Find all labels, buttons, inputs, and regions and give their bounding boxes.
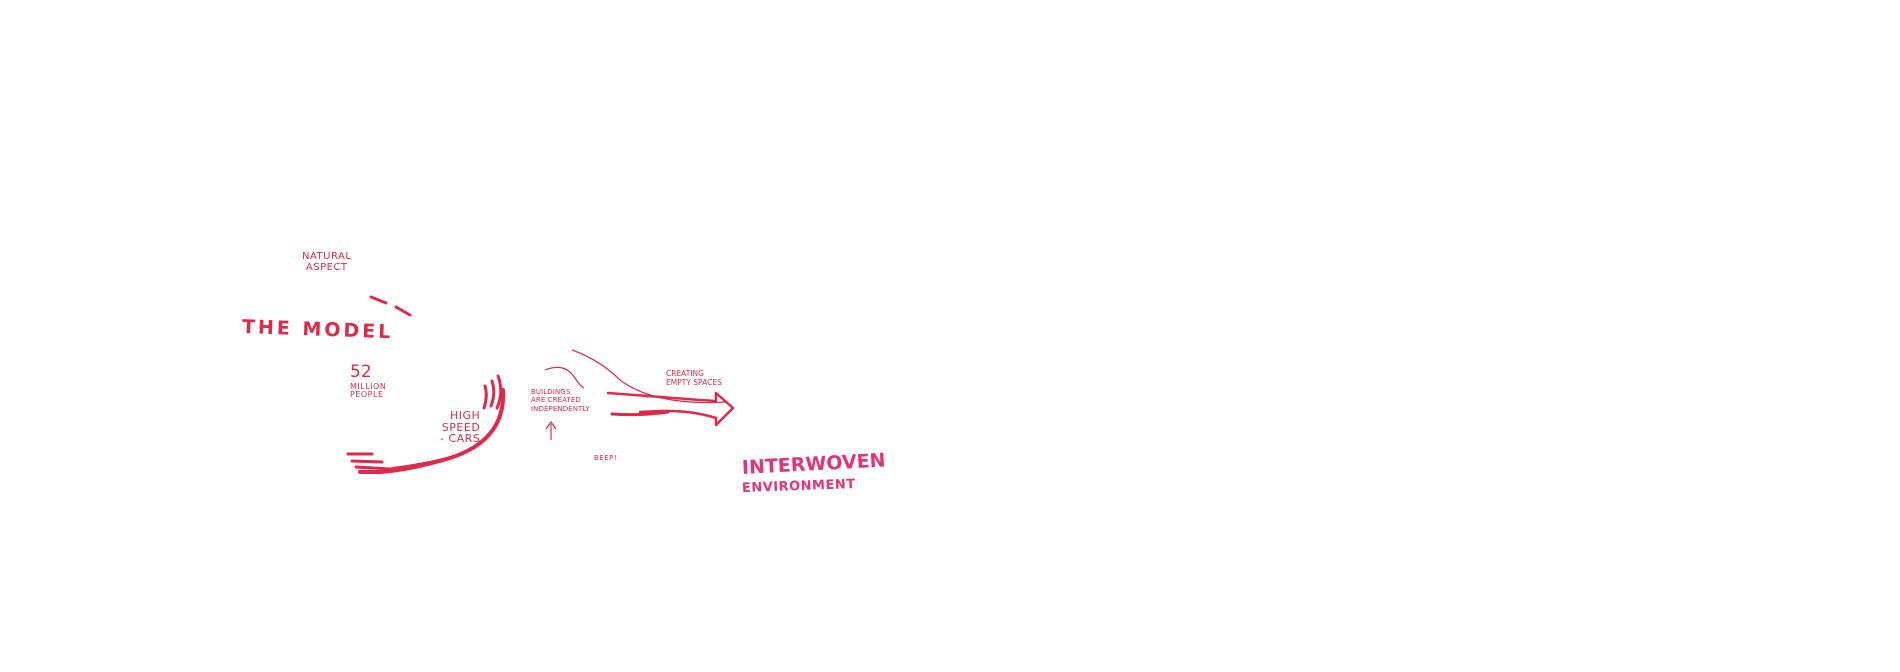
creating-line-2: EMPTY SPACES (666, 378, 722, 387)
flow-thin-line (571, 349, 726, 404)
population-caption: MILLION PEOPLE (350, 382, 387, 400)
natural-aspect-line-1: NATURAL (302, 251, 352, 262)
buildings-line-2: ARE CREATED (531, 396, 581, 405)
speed-arc-2 (489, 379, 496, 408)
beep-label: BEEP! (594, 454, 618, 462)
buildings-label: BUILDINGS ARE CREATED INDEPENDENTLY (531, 388, 590, 413)
dash-stroke-1 (369, 295, 388, 305)
creating-line-1: CREATING (666, 369, 704, 378)
road-swoop-stroke (358, 388, 506, 474)
speed-arc-3 (495, 374, 503, 410)
big-arrow-base (610, 410, 670, 417)
cars-line-1: HIGH (449, 409, 481, 422)
buildings-line-3: INDEPENDENTLY (531, 404, 590, 413)
lane-line-2 (350, 459, 384, 464)
population-line-2: PEOPLE (350, 390, 384, 400)
dash-stroke-2 (394, 305, 412, 317)
cars-line-3: - CARS (440, 432, 481, 446)
population-line-1: MILLION (350, 382, 387, 391)
up-arrow-head (545, 420, 557, 430)
lane-line-3 (354, 465, 392, 471)
population-number: 52 (350, 362, 372, 382)
road-swoop-inner (391, 454, 461, 469)
high-speed-cars-label: HIGH SPEED - CARS (440, 410, 480, 445)
creating-empty-spaces-label: CREATING EMPTY SPACES (666, 369, 722, 387)
buildings-line-1: BUILDINGS (531, 388, 571, 396)
natural-aspect-line-2: ASPECT (305, 261, 348, 273)
building-curve-stroke (544, 366, 585, 389)
speed-arc-1 (482, 384, 488, 410)
natural-aspect-label: NATURAL ASPECT (302, 251, 352, 273)
cars-line-2: SPEED (441, 420, 481, 434)
big-arrow-outline (606, 391, 735, 427)
